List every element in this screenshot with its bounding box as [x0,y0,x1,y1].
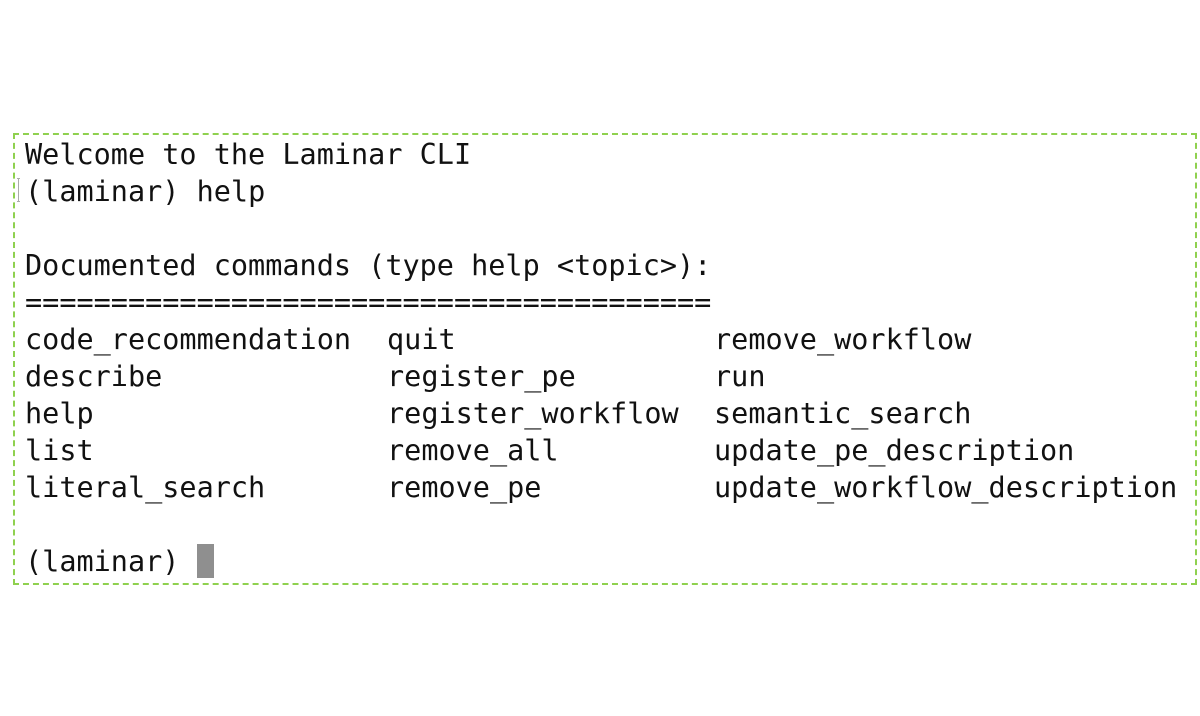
command-row: describe register_pe run [25,358,1177,395]
prompt-line: (laminar) help [25,173,1177,210]
welcome-line: Welcome to the Laminar CLI [25,138,472,171]
command-row: code_recommendation quit remove_workflow [25,321,1177,358]
command-name: update_pe_description [714,434,1075,467]
command-name: register_pe [387,360,576,393]
command-name: list [25,434,94,467]
command-name: code_recommendation [25,323,352,356]
command-name: update_workflow_description [714,471,1178,504]
command-name: run [714,360,766,393]
command-name: help [25,397,94,430]
command-row: list remove_all update_pe_description [25,432,1177,469]
blank-line [25,506,1177,543]
separator-line: ======================================== [25,286,712,319]
active-prompt-line[interactable]: (laminar) [25,543,1177,580]
terminal-window[interactable]: Welcome to the Laminar CLI (laminar) hel… [13,133,1197,585]
command-name: remove_pe [387,471,542,504]
prompt: (laminar) [25,175,180,208]
command-name: describe [25,360,163,393]
command-row: help register_workflow semantic_search [25,395,1177,432]
command-name: semantic_search [714,397,972,430]
command-name: remove_all [387,434,559,467]
block-cursor [196,544,214,578]
prompt: (laminar) [25,545,180,578]
entered-command: help [196,175,266,208]
text-cursor-ibeam-icon [17,178,20,202]
command-row: literal_search remove_pe update_workflow_d… [25,469,1177,506]
command-name: literal_search [25,471,266,504]
command-name: remove_workflow [714,323,972,356]
blank-line [25,210,1177,247]
command-name: quit [387,323,456,356]
commands-header: Documented commands (type help <topic>): [25,249,712,282]
command-name: register_workflow [387,397,679,430]
